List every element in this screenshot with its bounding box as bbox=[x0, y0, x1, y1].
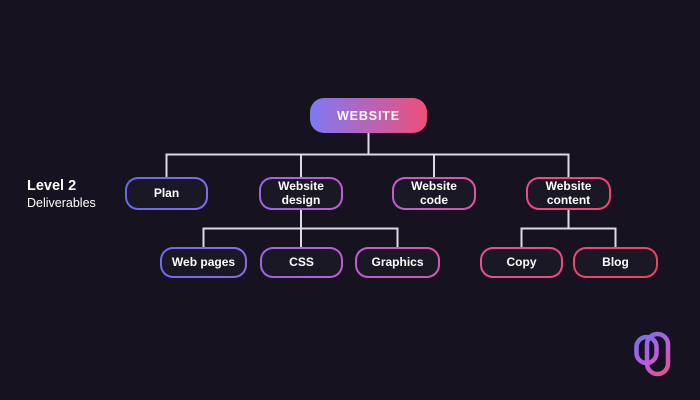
node-blog: Blog bbox=[573, 247, 658, 278]
gradient-capsules-logo-icon bbox=[634, 331, 671, 377]
node-label: Blog bbox=[575, 249, 656, 276]
node-web-pages: Web pages bbox=[160, 247, 247, 278]
level-label: Level 2 Deliverables bbox=[27, 178, 96, 210]
node-label: Website design bbox=[261, 179, 341, 208]
node-website-content: Website content bbox=[526, 177, 611, 210]
node-label: Graphics bbox=[357, 249, 438, 276]
node-website: WEBSITE bbox=[310, 98, 427, 133]
node-label: Website content bbox=[528, 179, 609, 208]
node-website-code: Website code bbox=[392, 177, 476, 210]
node-label: WEBSITE bbox=[336, 108, 401, 123]
node-label: Web pages bbox=[162, 249, 245, 276]
node-graphics: Graphics bbox=[355, 247, 440, 278]
level-label-subtitle: Deliverables bbox=[27, 196, 96, 210]
node-plan: Plan bbox=[125, 177, 208, 210]
node-label: CSS bbox=[262, 249, 341, 276]
node-css: CSS bbox=[260, 247, 343, 278]
node-copy: Copy bbox=[480, 247, 563, 278]
node-label: Plan bbox=[127, 179, 206, 208]
node-label: Website code bbox=[394, 179, 474, 208]
node-label: Copy bbox=[482, 249, 561, 276]
node-website-design: Website design bbox=[259, 177, 343, 210]
level-label-title: Level 2 bbox=[27, 178, 77, 194]
